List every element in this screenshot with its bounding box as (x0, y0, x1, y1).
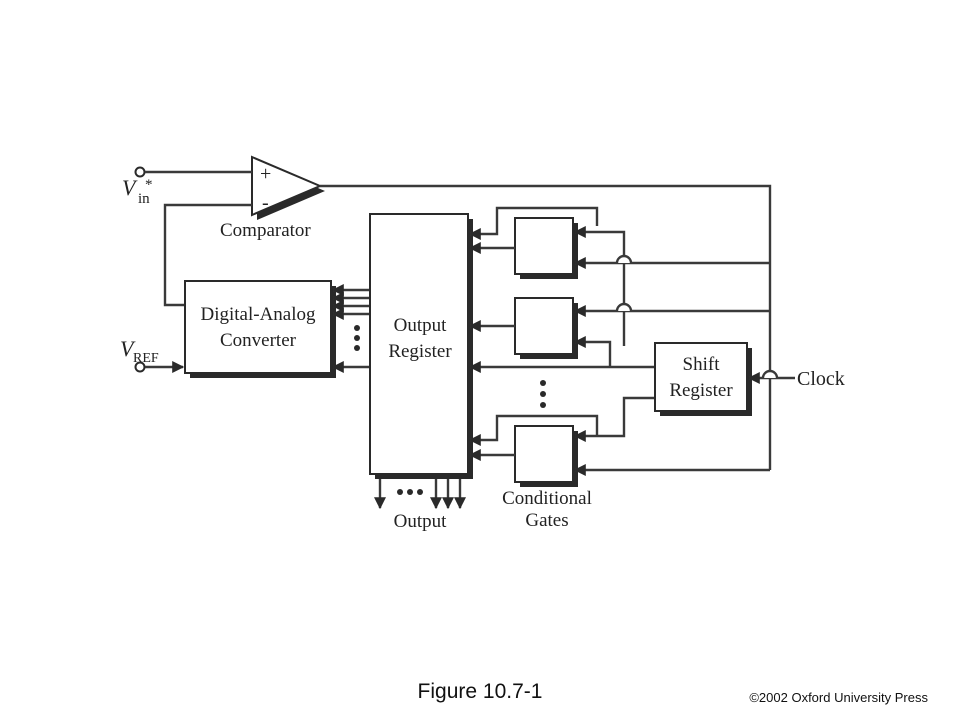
output-register-label-line2: Register (388, 341, 452, 362)
dac-block: Digital-Analog Converter (184, 280, 336, 378)
conditional-gates-label-line2: Gates (525, 510, 568, 531)
register-to-dac-bus (331, 284, 370, 373)
output-label: Output (394, 511, 448, 532)
clock-input: Clock (747, 368, 845, 390)
vref-terminal: V REF (120, 336, 185, 373)
output-register-label-line1: Output (394, 315, 448, 336)
vin-terminal: V in * (122, 166, 252, 207)
gate1-shift-wire (573, 226, 626, 346)
copyright-notice: ©2002 Oxford University Press (749, 690, 928, 705)
plus-sign: + (260, 163, 271, 185)
crossover-hop (615, 254, 633, 264)
minus-sign: - (262, 192, 269, 214)
gate3-shift-wire (573, 396, 655, 442)
clock-label: Clock (797, 368, 845, 390)
figure-caption: Figure 10.7-1 (417, 680, 543, 703)
output-bus: Output (374, 479, 466, 532)
comparator: + - Comparator (220, 155, 325, 241)
gate1-output-wire-a (468, 206, 599, 240)
conditional-gate-1 (514, 217, 578, 279)
vref-subscript: REF (133, 351, 159, 366)
conditional-gate-2 (514, 297, 578, 359)
dac-feedback-wire (163, 203, 252, 307)
gate3-output-wire-a (468, 414, 599, 446)
vref-label: V (120, 336, 136, 361)
dac-label-line1: Digital-Analog (200, 304, 316, 325)
conditional-gate-3 (514, 425, 578, 487)
gate-ellipsis (540, 380, 546, 408)
dac-label-line2: Converter (220, 330, 297, 351)
shift-register-label-line2: Register (669, 380, 733, 401)
conditional-gates-label-line1: Conditional (502, 488, 592, 509)
vin-superscript: * (145, 177, 153, 193)
crossover-hop (615, 302, 633, 312)
gate2-shift-wire (573, 336, 612, 366)
shift-register-label-line1: Shift (683, 354, 721, 375)
vin-label: V (122, 175, 138, 200)
shift-register-block: Shift Register (654, 342, 752, 416)
comparator-label: Comparator (220, 220, 311, 241)
output-register-block: Output Register (369, 213, 473, 479)
vin-subscript: in (138, 191, 150, 207)
